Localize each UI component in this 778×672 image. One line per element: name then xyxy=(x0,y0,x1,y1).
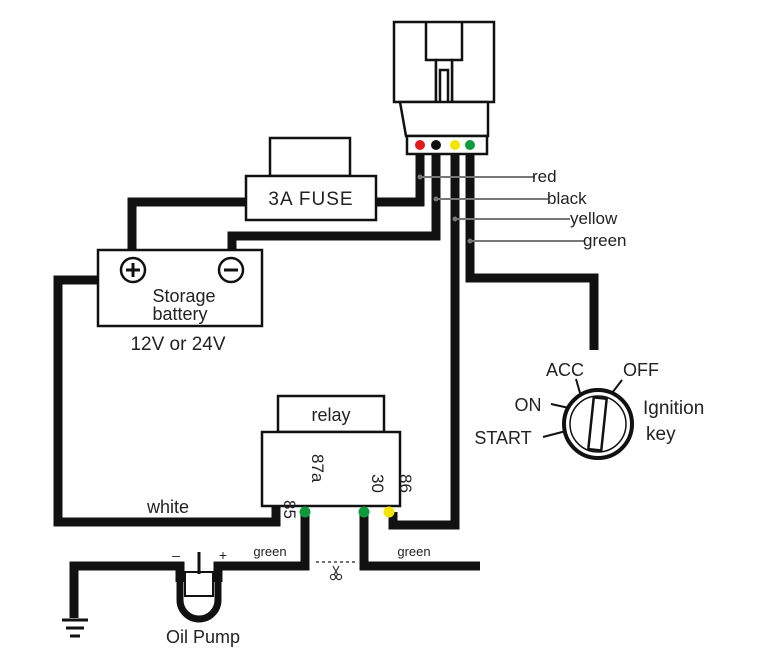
wires xyxy=(53,152,599,618)
pin-dot-green xyxy=(465,140,475,150)
wire-label-white: white xyxy=(146,497,189,517)
pump-label: Oil Pump xyxy=(166,627,240,647)
connector-wire-labels: red black yellow green xyxy=(417,167,626,250)
relay-pin-87a: 87a xyxy=(308,454,327,483)
battery-positive-terminal xyxy=(119,256,147,284)
pin-dot-red xyxy=(415,140,425,150)
wire-label-green: green xyxy=(583,231,626,250)
wire-yellow-to-relay86 xyxy=(388,152,460,530)
relay-pin-86: 86 xyxy=(396,474,415,493)
fuse: 3A FUSE xyxy=(244,136,378,222)
storage-battery: Storage battery 12V or 24V xyxy=(96,248,264,355)
connector-socket xyxy=(398,100,490,138)
battery-negative-terminal xyxy=(217,256,245,284)
wire-label-green-right: green xyxy=(397,544,430,559)
wire-fuse-to-red xyxy=(376,152,425,207)
wire-battery-to-fuse xyxy=(127,197,246,250)
relay-dot-87a xyxy=(299,506,311,518)
wire-green-to-ignition xyxy=(465,152,599,350)
scissors-icon xyxy=(329,565,343,581)
oil-pump: – + Oil Pump xyxy=(166,547,240,647)
connector-pins xyxy=(405,134,489,156)
relay-pin-85: 85 xyxy=(280,500,299,519)
ignition-label-line2: key xyxy=(646,424,676,445)
relay-pin-30: 30 xyxy=(368,474,387,493)
pump-minus: – xyxy=(172,547,180,563)
wire-label-red: red xyxy=(532,167,557,186)
battery-label-line1: Storage xyxy=(152,286,215,306)
ignition-pos-acc: ACC xyxy=(546,360,584,380)
wire-30-to-right xyxy=(359,512,480,571)
ignition-pos-on: ON xyxy=(515,395,542,415)
connector-plug xyxy=(392,20,496,156)
wire-label-green-left: green xyxy=(253,544,286,559)
wire-87a-to-pump xyxy=(213,512,310,582)
relay: relay 85 87a 30 86 xyxy=(260,394,415,519)
ignition-pos-off: OFF xyxy=(623,360,659,380)
pin-dot-black xyxy=(431,140,441,150)
pump-plus: + xyxy=(219,547,227,563)
battery-voltage: 12V or 24V xyxy=(130,334,225,355)
relay-label: relay xyxy=(311,405,350,425)
wire-pump-to-ground xyxy=(69,561,185,618)
wire-label-yellow: yellow xyxy=(570,209,618,228)
wire-white xyxy=(53,275,281,527)
relay-dot-30 xyxy=(358,506,370,518)
fuse-label: 3A FUSE xyxy=(268,189,353,210)
wire-label-black: black xyxy=(547,189,587,208)
ignition-label-line1: Ignition xyxy=(643,398,704,419)
pin-dot-yellow xyxy=(450,140,460,150)
relay-dot-86 xyxy=(383,506,395,518)
ignition-pos-start: START xyxy=(474,428,531,448)
relay-body xyxy=(260,430,402,508)
wire-battery-to-black xyxy=(227,152,441,250)
fuse-body xyxy=(244,174,378,222)
ignition-switch: ACC OFF ON START Ignition key xyxy=(474,360,704,460)
ground-icon xyxy=(62,618,88,638)
battery-label-line2: battery xyxy=(152,304,207,324)
